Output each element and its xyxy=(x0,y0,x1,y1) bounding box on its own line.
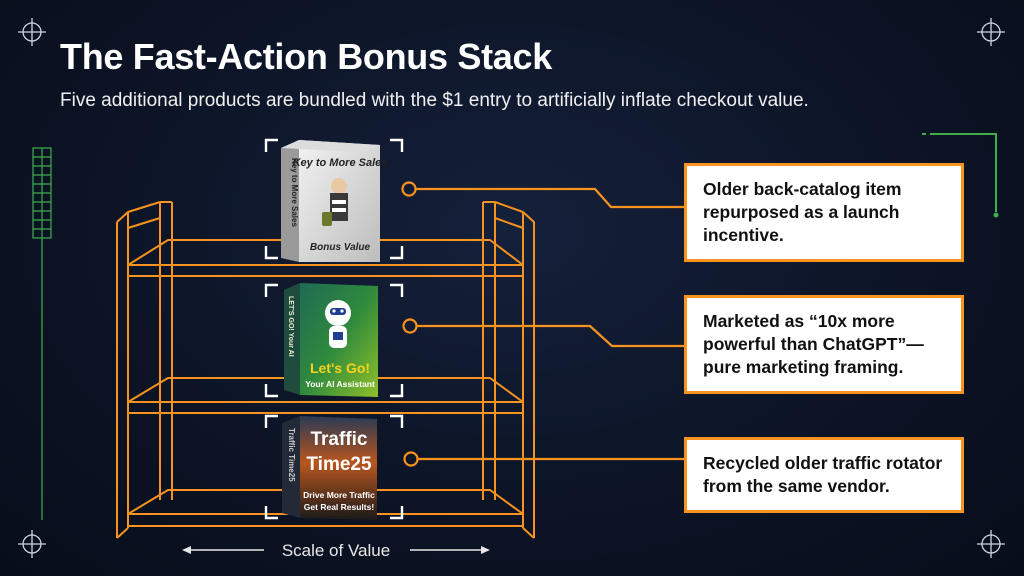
svg-text:Key to More Sales: Key to More Sales xyxy=(293,157,388,169)
crosshair-icon xyxy=(977,530,1005,558)
shelf-unit xyxy=(116,201,535,539)
page-subtitle: Five additional products are bundled wit… xyxy=(60,90,809,111)
callout-box: Recycled older traffic rotator from the … xyxy=(684,437,964,513)
grid-gauge-decoration xyxy=(32,147,52,520)
svg-text:Get Real Results!: Get Real Results! xyxy=(304,502,375,512)
product-box-key-to-more-sales: Key to More Sales Bonus Value Key to Mor… xyxy=(281,140,387,262)
connector-line xyxy=(403,451,684,467)
product-box-lets-go: Let's Go! Your AI Assistant LET'S GO! Yo… xyxy=(284,283,378,397)
page-title: The Fast-Action Bonus Stack xyxy=(60,36,552,77)
crosshair-icon xyxy=(977,18,1005,46)
svg-text:Let's Go!: Let's Go! xyxy=(310,360,370,376)
svg-text:Key to More Sales: Key to More Sales xyxy=(290,158,299,227)
svg-text:Drive More Traffic: Drive More Traffic xyxy=(303,490,375,500)
scale-arrow xyxy=(182,546,490,554)
callout-box: Older back-catalog item repurposed as a … xyxy=(684,163,964,262)
svg-text:Traffic: Traffic xyxy=(310,429,367,450)
connector-line xyxy=(401,181,684,209)
bracket-decoration xyxy=(922,133,999,218)
svg-text:LET'S GO! Your AI: LET'S GO! Your AI xyxy=(287,296,294,357)
crosshair-icon xyxy=(18,18,46,46)
svg-text:Time25: Time25 xyxy=(306,454,372,475)
callout-box: Marketed as “10x more powerful than Chat… xyxy=(684,295,964,394)
svg-text:Traffic Time25: Traffic Time25 xyxy=(287,428,296,482)
product-box-traffic-time25: Traffic Time25 Drive More Traffic Get Re… xyxy=(282,416,377,520)
crosshair-icon xyxy=(18,530,46,558)
svg-text:Your AI Assistant: Your AI Assistant xyxy=(305,379,375,389)
connector-line xyxy=(402,318,684,348)
focus-brackets xyxy=(264,138,404,520)
scale-label: Scale of Value xyxy=(281,541,391,560)
svg-text:Bonus Value: Bonus Value xyxy=(310,242,371,253)
